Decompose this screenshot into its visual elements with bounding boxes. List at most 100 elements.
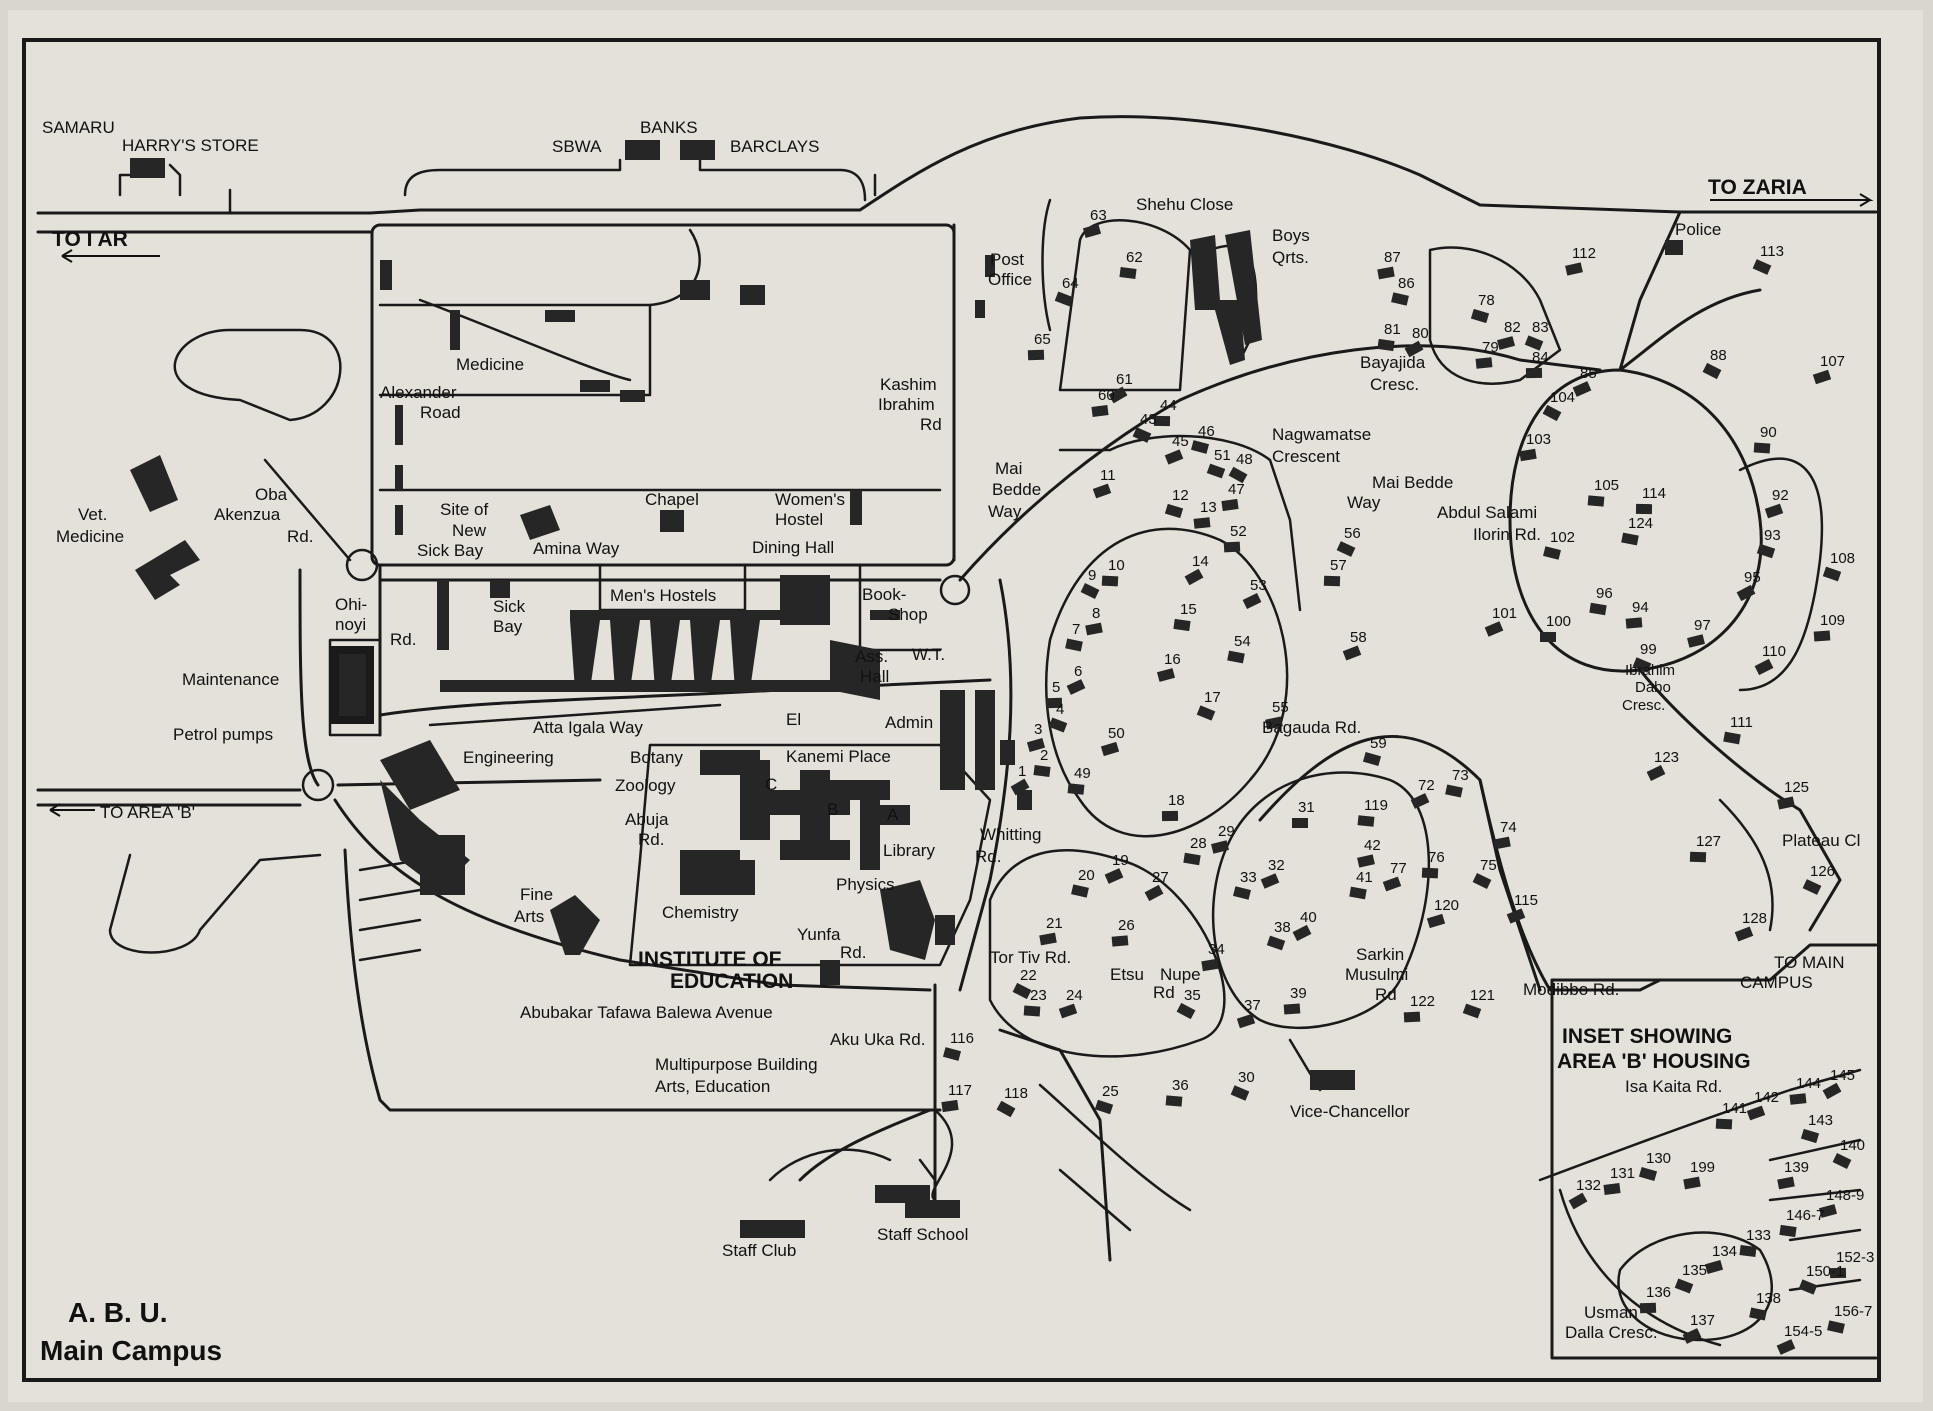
house-56 <box>1336 541 1356 557</box>
usman-dalla-label-1: Usman <box>1584 1303 1638 1322</box>
house-148-9 <box>1818 1204 1838 1218</box>
house-number-47: 47 <box>1228 481 1245 498</box>
house-74 <box>1493 836 1511 850</box>
house-4 <box>1048 717 1068 733</box>
house-number-27: 27 <box>1152 869 1169 886</box>
house-number-144: 144 <box>1796 1075 1821 1092</box>
house-93 <box>1756 543 1776 559</box>
house-number-92: 92 <box>1772 487 1789 504</box>
house-150-1 <box>1798 1279 1818 1295</box>
wt-label: W.T. <box>912 645 945 664</box>
house-number-41: 41 <box>1356 869 1373 886</box>
house-number-26: 26 <box>1118 917 1135 934</box>
house-number-43: 43 <box>1140 411 1157 428</box>
staff-school-label: Staff School <box>877 1225 968 1244</box>
house-117 <box>941 1099 959 1113</box>
multipurpose-label-2: Arts, Education <box>655 1077 770 1096</box>
sarkin-musulmi-label-1: Sarkin <box>1356 945 1404 964</box>
mai-bedde-left-label-2: Bedde <box>992 480 1041 499</box>
house-16 <box>1156 668 1176 682</box>
whitting-rd-label-1: Whitting <box>980 825 1041 844</box>
house-number-152-3: 152-3 <box>1836 1249 1874 1266</box>
house-number-104: 104 <box>1550 389 1575 406</box>
house-90 <box>1753 442 1771 454</box>
etsu-nupe-label-2: Nupe <box>1160 965 1201 984</box>
house-114 <box>1635 503 1653 515</box>
house-73 <box>1445 784 1463 798</box>
house-number-110: 110 <box>1762 643 1786 660</box>
vet-medicine-label-1: Vet. <box>78 505 107 524</box>
house-number-119: 119 <box>1364 797 1388 814</box>
house-94 <box>1625 617 1643 629</box>
house-number-78: 78 <box>1478 292 1495 309</box>
house-number-142: 142 <box>1754 1089 1779 1106</box>
post-office-label-2: Office <box>988 270 1032 289</box>
house-152-3 <box>1829 1267 1847 1279</box>
house-72 <box>1410 793 1430 809</box>
house-number-134: 134 <box>1712 1243 1737 1260</box>
modibbo-rd-label: Modibbo Rd. <box>1523 980 1619 999</box>
house-number-130: 130 <box>1646 1150 1671 1167</box>
house-number-1: 1 <box>1018 763 1026 780</box>
house-143 <box>1800 1128 1820 1144</box>
house-199 <box>1683 1176 1701 1190</box>
house-110 <box>1754 658 1774 676</box>
house-47 <box>1221 498 1239 512</box>
house-number-138: 138 <box>1756 1290 1781 1307</box>
house-number-18: 18 <box>1168 792 1185 809</box>
house-20 <box>1071 884 1089 898</box>
house-39 <box>1283 1003 1301 1015</box>
house-number-124: 124 <box>1628 515 1653 532</box>
yunfa-rd-label-2: Rd. <box>840 943 866 962</box>
house-17 <box>1196 705 1216 721</box>
oba-akenzua-label-1: Oba <box>255 485 288 504</box>
harrys-store-label: HARRY'S STORE <box>122 136 259 155</box>
mens-hostels-label: Men's Hostels <box>610 586 716 605</box>
house-number-40: 40 <box>1300 909 1317 926</box>
house-number-42: 42 <box>1364 837 1381 854</box>
house-number-7: 7 <box>1072 621 1080 638</box>
post-office-label-1: Post <box>990 250 1024 269</box>
house-55 <box>1265 716 1283 730</box>
house-125 <box>1777 796 1795 810</box>
house-123 <box>1646 764 1666 782</box>
to-iar-label: TO I AR <box>52 228 128 251</box>
house-number-75: 75 <box>1480 857 1497 874</box>
house-number-20: 20 <box>1078 867 1095 884</box>
house-number-83: 83 <box>1532 319 1549 336</box>
house-number-133: 133 <box>1746 1227 1771 1244</box>
house-116 <box>942 1047 962 1061</box>
house-number-131: 131 <box>1610 1165 1635 1182</box>
house-number-21: 21 <box>1046 915 1063 932</box>
house-58 <box>1342 645 1362 661</box>
house-31 <box>1292 818 1308 828</box>
bayajida-label-2: Cresc. <box>1370 375 1419 394</box>
inset-title-2: AREA 'B' HOUSING <box>1557 1050 1751 1073</box>
alexander-road-label-1: Alexander <box>380 383 457 402</box>
house-87 <box>1377 266 1395 280</box>
house-number-109: 109 <box>1820 612 1845 629</box>
house-number-100: 100 <box>1546 613 1571 630</box>
house-107 <box>1812 369 1832 385</box>
house-124 <box>1621 532 1639 546</box>
house-100 <box>1540 632 1556 642</box>
book-shop-label-1: Book- <box>862 585 906 604</box>
house-50 <box>1100 741 1120 757</box>
abdul-salami-label-1: Abdul Salami <box>1437 503 1537 522</box>
house-146-7 <box>1779 1224 1797 1238</box>
kashim-ibrahim-label-3: Rd <box>920 415 942 434</box>
house-number-30: 30 <box>1238 1069 1255 1086</box>
house-5 <box>1045 697 1063 709</box>
house-number-12: 12 <box>1172 487 1189 504</box>
mai-bedde-right-label-1: Mai Bedde <box>1372 473 1453 492</box>
house-35 <box>1176 1002 1196 1020</box>
residential-houses <box>941 223 1852 1355</box>
house-number-105: 105 <box>1594 477 1619 494</box>
womens-hostel-label-2: Hostel <box>775 510 823 529</box>
police-label: Police <box>1675 220 1721 239</box>
house-11 <box>1092 483 1112 499</box>
house-112 <box>1565 262 1583 276</box>
multipurpose-label-1: Multipurpose Building <box>655 1055 818 1074</box>
house-number-64: 64 <box>1062 275 1079 292</box>
